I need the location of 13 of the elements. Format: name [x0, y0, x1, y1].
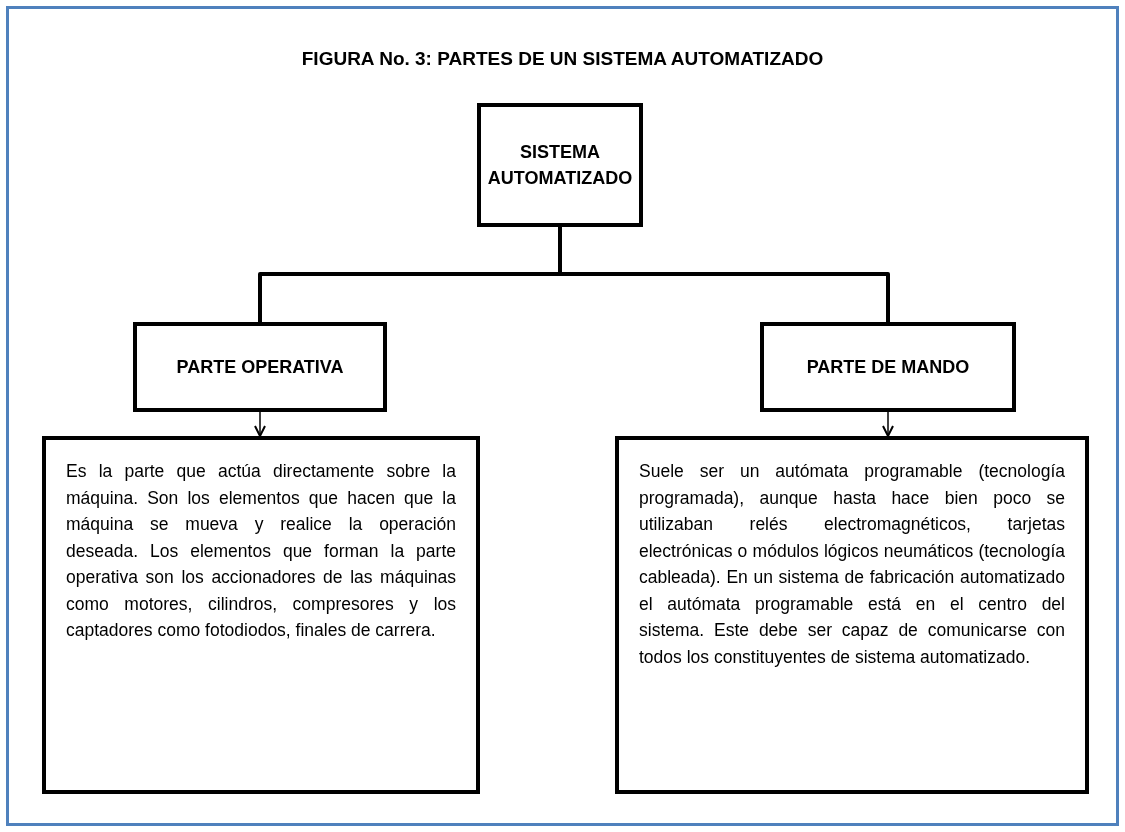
process-box — [133, 322, 387, 412]
figure-title: FIGURA No. 3: PARTES DE UN SISTEMA AUTOMATIZADO — [300, 48, 825, 70]
box-label: SISTEMA AUTOMATIZADO — [486, 141, 634, 190]
process-box — [477, 103, 643, 227]
box-label: PARTE DE MANDO — [806, 356, 970, 379]
arrow — [882, 411, 894, 437]
box-label: PARTE OPERATIVA — [176, 356, 344, 379]
description-text: Suele ser un autómata programable (tecnología programada), aunque hasta hace bien poco se utilizaban relés electromagnéticos, tarjetas electrónicas o módulos lógicos neumáticos (tecnología cableada). En un sistema de fabricación automatizado el autómata programable está en el centro del sistema. Este debe ser capaz de comunicarse con todos los constituyentes de sistema automatizado. — [639, 460, 1065, 669]
description-box — [615, 436, 1089, 794]
description-text: Es la parte que actúa directamente sobre la máquina. Son los elementos que hacen que la máquina se mueva y realice la operación deseada. Los elementos que forman la parte operativa son los accionadores de las máquinas como motores, cilindros, compresores y los captadores como fotodiodos, finales de carrera. — [66, 460, 456, 642]
process-box — [760, 322, 1016, 412]
description-box — [42, 436, 480, 794]
arrow — [254, 411, 266, 437]
